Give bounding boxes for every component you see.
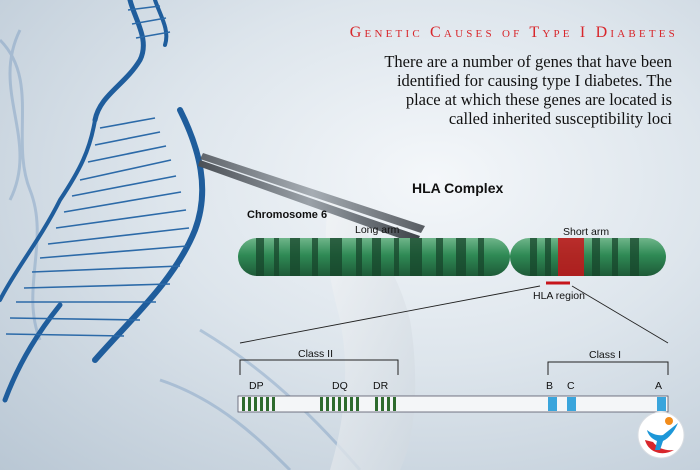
long-arm-label: Long arm [355,224,400,236]
gene-label-a: A [655,380,663,392]
dna-rungs [5,5,190,337]
class-brackets [239,359,669,375]
dna-helix [0,0,206,403]
class-i-label: Class I [589,349,622,361]
gene-label-c: C [567,380,575,392]
zoom-lines [239,285,669,344]
gene-label-dr: DR [373,380,389,392]
faint-dna-helix [0,29,362,470]
hla-region-label: HLA region [533,290,585,302]
description-text: There are a number of genes that have be… [384,52,672,128]
gene-label-dq: DQ [332,380,348,392]
hla-gene-bar [237,395,669,413]
page-title: Genetic Causes of Type I Diabetes [349,24,678,41]
gene-label-dp: DP [249,380,264,392]
chromosome-long-arm [238,238,510,276]
class-ii-label: Class II [298,348,334,360]
chromosome-short-arm [510,238,666,276]
gene-label-b: B [546,380,554,392]
tweezers [198,160,420,244]
hla-band [558,238,584,276]
class1-gene-bands [548,397,666,411]
class2-gene-bands [242,397,396,411]
chromosome-label: Chromosome 6 [247,209,328,221]
short-arm-label: Short arm [563,226,610,238]
person-logo-icon[interactable] [636,410,686,460]
hla-complex-title: HLA Complex [412,180,504,196]
